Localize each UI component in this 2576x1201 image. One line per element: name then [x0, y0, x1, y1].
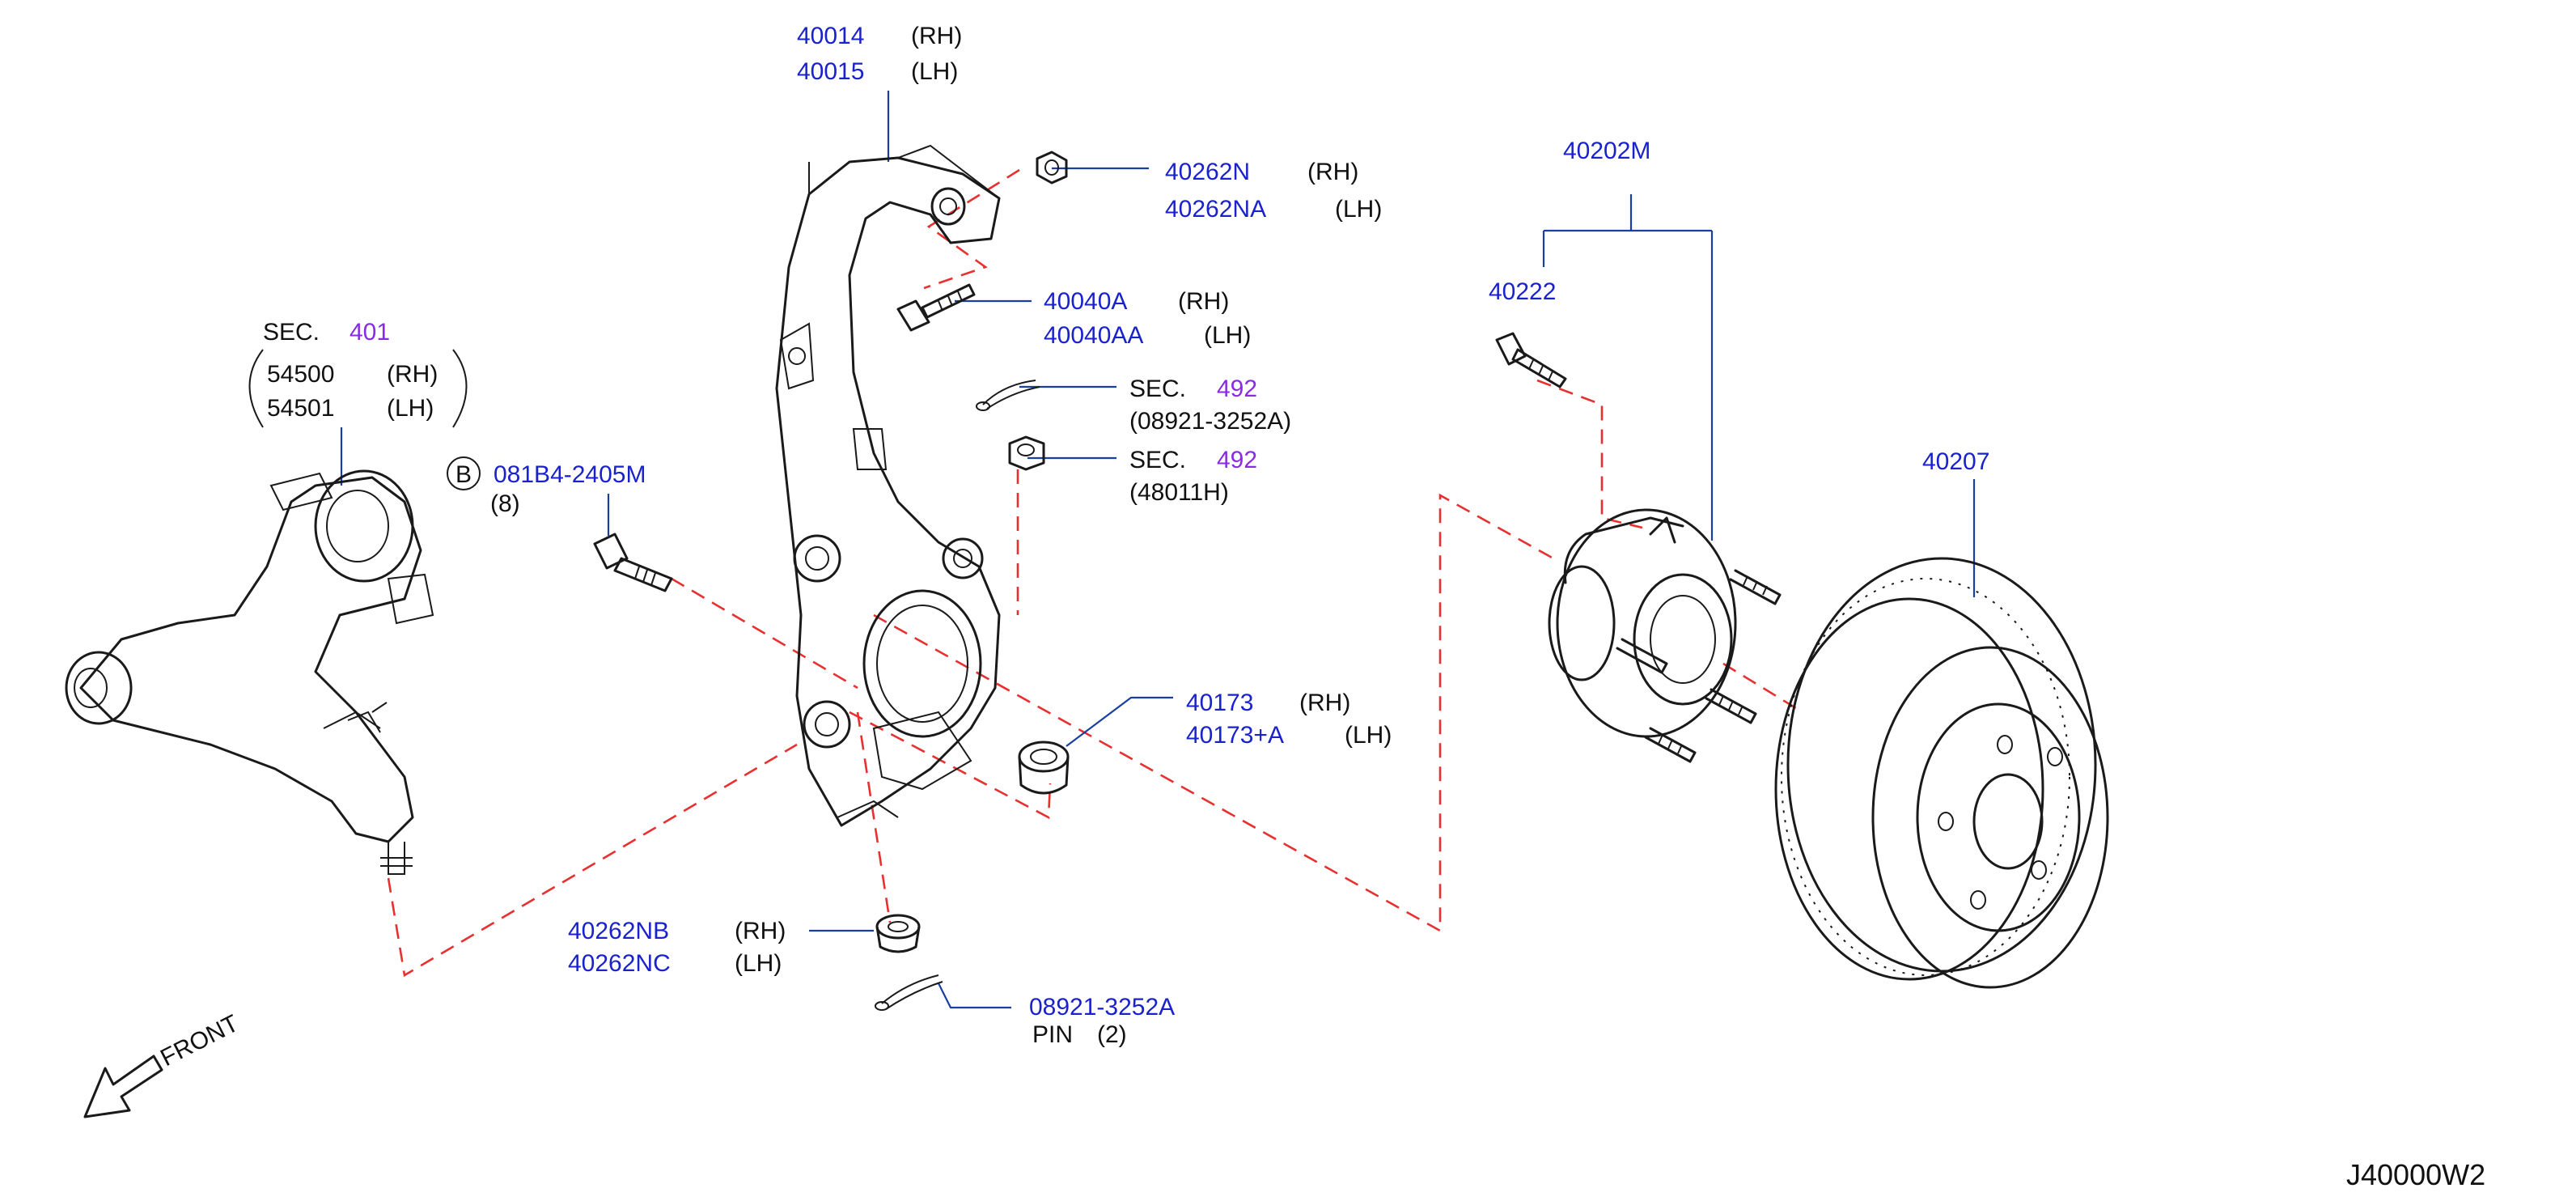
arm-bolt-part: 081B4-2405M	[494, 461, 646, 488]
sec-nut-part: (48011H)	[1129, 479, 1229, 506]
diagram-code: J40000W2	[2346, 1158, 2485, 1191]
arm-sec: SEC.	[263, 319, 320, 346]
hub-part: 40202M	[1563, 138, 1650, 164]
arm-bolt	[593, 533, 673, 592]
lower-nut	[875, 914, 921, 953]
knuckle-rh-part: 40014	[797, 23, 864, 49]
brake-rotor	[1774, 557, 2109, 989]
arm-rh-part: 54500	[267, 361, 334, 388]
arm-lh-side: (LH)	[387, 395, 434, 422]
upper-nut-lh-part: 40262NA	[1165, 196, 1266, 223]
upper-nut	[1036, 151, 1068, 185]
cotter-pin-upper	[976, 380, 1040, 411]
arm-bolt-badge: B	[455, 461, 472, 488]
seal-lh-side: (LH)	[1345, 722, 1392, 749]
rotor-part: 40207	[1922, 448, 1989, 475]
cotter-pin-lower	[875, 974, 943, 1011]
arm-bracket-right	[452, 349, 468, 428]
arm-rh-side: (RH)	[387, 361, 438, 388]
arm-sec-num: 401	[350, 319, 390, 346]
front-arrow-icon	[83, 1055, 163, 1118]
steering-knuckle	[775, 144, 1001, 827]
leader-lines	[340, 91, 1976, 1009]
arm-bracket-left	[248, 349, 264, 428]
hub-assembly	[1548, 508, 1782, 763]
seal-lh-part: 40173+A	[1186, 722, 1284, 749]
bolt-lh-side: (LH)	[1204, 322, 1251, 349]
knuckle-lh-side: (LH)	[911, 58, 958, 85]
dust-seal	[1018, 741, 1070, 795]
front-label: FRONT	[156, 1010, 243, 1072]
sec-nut-sec: SEC.	[1129, 447, 1186, 473]
sec-pin-part: (08921-3252A)	[1129, 408, 1291, 435]
castle-nut	[1008, 435, 1045, 471]
arm-bolt-qty: (8)	[490, 490, 520, 517]
lower-nut-lh-side: (LH)	[735, 950, 782, 977]
upper-nut-rh-part: 40262N	[1165, 159, 1250, 185]
lower-nut-rh-side: (RH)	[735, 918, 786, 944]
seal-rh-side: (RH)	[1299, 690, 1350, 716]
bolt-rh-side: (RH)	[1178, 288, 1229, 315]
knuckle-bolt	[896, 283, 976, 332]
lower-control-arm	[65, 469, 434, 875]
cotter-pin-part: 08921-3252A	[1029, 994, 1175, 1021]
knuckle-lh-part: 40015	[797, 58, 864, 85]
stud-part: 40222	[1489, 278, 1556, 305]
hub-stud	[1495, 332, 1567, 388]
cotter-pin-name: PIN	[1032, 1021, 1073, 1048]
upper-nut-rh-side: (RH)	[1307, 159, 1358, 185]
sec-nut-num: 492	[1217, 447, 1257, 473]
bolt-rh-part: 40040A	[1044, 288, 1127, 315]
bolt-lh-part: 40040AA	[1044, 322, 1143, 349]
lower-nut-rh-part: 40262NB	[568, 918, 669, 944]
cotter-pin-qty: (2)	[1097, 1021, 1127, 1048]
seal-rh-part: 40173	[1186, 690, 1253, 716]
arm-bolt-badge-circle	[447, 456, 481, 490]
sec-pin-sec: SEC.	[1129, 376, 1186, 402]
arm-lh-part: 54501	[267, 395, 334, 422]
sec-pin-num: 492	[1217, 376, 1257, 402]
upper-nut-lh-side: (LH)	[1335, 196, 1382, 223]
lower-nut-lh-part: 40262NC	[568, 950, 671, 977]
knuckle-rh-side: (RH)	[911, 23, 962, 49]
